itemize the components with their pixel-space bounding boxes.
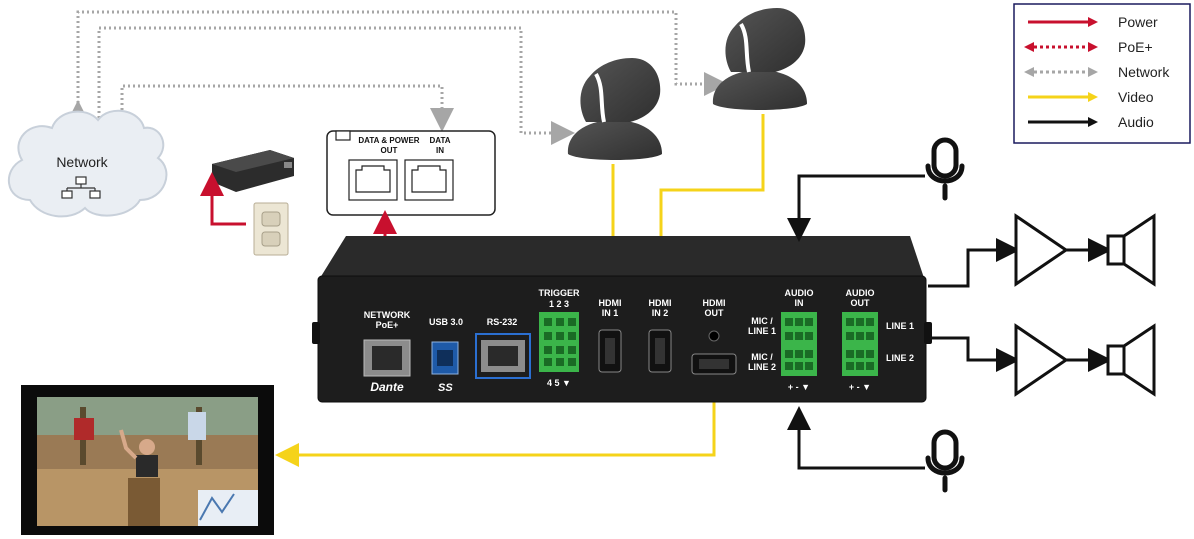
network-cloud: Network	[7, 109, 168, 218]
ptz-camera-2	[712, 8, 807, 110]
trigger-terminal-screws	[544, 318, 576, 366]
audio-in-polarity: + - ▼	[788, 382, 810, 392]
usb-label: USB 3.0	[429, 317, 463, 327]
trigger-label: TRIGGER	[538, 288, 580, 298]
legend-arrowtail	[1024, 67, 1034, 77]
mic-line2-label: MIC /LINE 2	[748, 352, 776, 372]
legend-label: PoE+	[1118, 39, 1153, 55]
legend-arrowtail	[1024, 42, 1034, 52]
wall-outlet	[253, 202, 289, 256]
amplifier-icon-1	[1014, 213, 1069, 287]
audio-out-polarity: + - ▼	[849, 382, 871, 392]
poe-injector	[212, 150, 294, 192]
trigger-top-pins: 1 2 3	[549, 299, 569, 309]
display-monitor	[21, 385, 274, 535]
amplifier-icon-2	[1014, 323, 1069, 397]
mic-line1-label: MIC /LINE 1	[748, 316, 776, 336]
rs232-label: RS-232	[487, 317, 518, 327]
superspeed-logo: SS	[438, 382, 453, 394]
microphone-icon-bottom	[925, 429, 965, 493]
speaker-icon-1	[1106, 213, 1156, 287]
line1-label: LINE 1	[886, 321, 914, 331]
ptz-camera-1	[567, 58, 662, 160]
audio-output-cables	[928, 238, 1112, 372]
legend-label: Power	[1118, 14, 1158, 30]
audio-in-terminal-screws	[785, 318, 813, 370]
legend-arrowhead	[1088, 42, 1098, 52]
microphone-icon-top	[925, 137, 965, 201]
speaker-icon-2	[1106, 323, 1156, 397]
legend-label: Audio	[1118, 114, 1154, 130]
legend-arrowhead	[1088, 92, 1098, 102]
legend-arrowhead	[1088, 17, 1098, 27]
legend-arrowhead	[1088, 117, 1098, 127]
power-cable	[200, 172, 246, 226]
line2-label: LINE 2	[886, 353, 914, 363]
legend-label: Video	[1118, 89, 1154, 105]
audio-out-terminal-screws	[846, 318, 874, 370]
dante-logo: Dante	[370, 380, 404, 394]
cloud-label: Network	[56, 154, 108, 170]
legend-label: Network	[1118, 64, 1170, 80]
audio-input-cables	[787, 174, 925, 470]
trigger-bottom-pins: 4 5 ▼	[547, 378, 571, 388]
network-topology-icon	[61, 176, 101, 199]
legend-arrowhead	[1088, 67, 1098, 77]
